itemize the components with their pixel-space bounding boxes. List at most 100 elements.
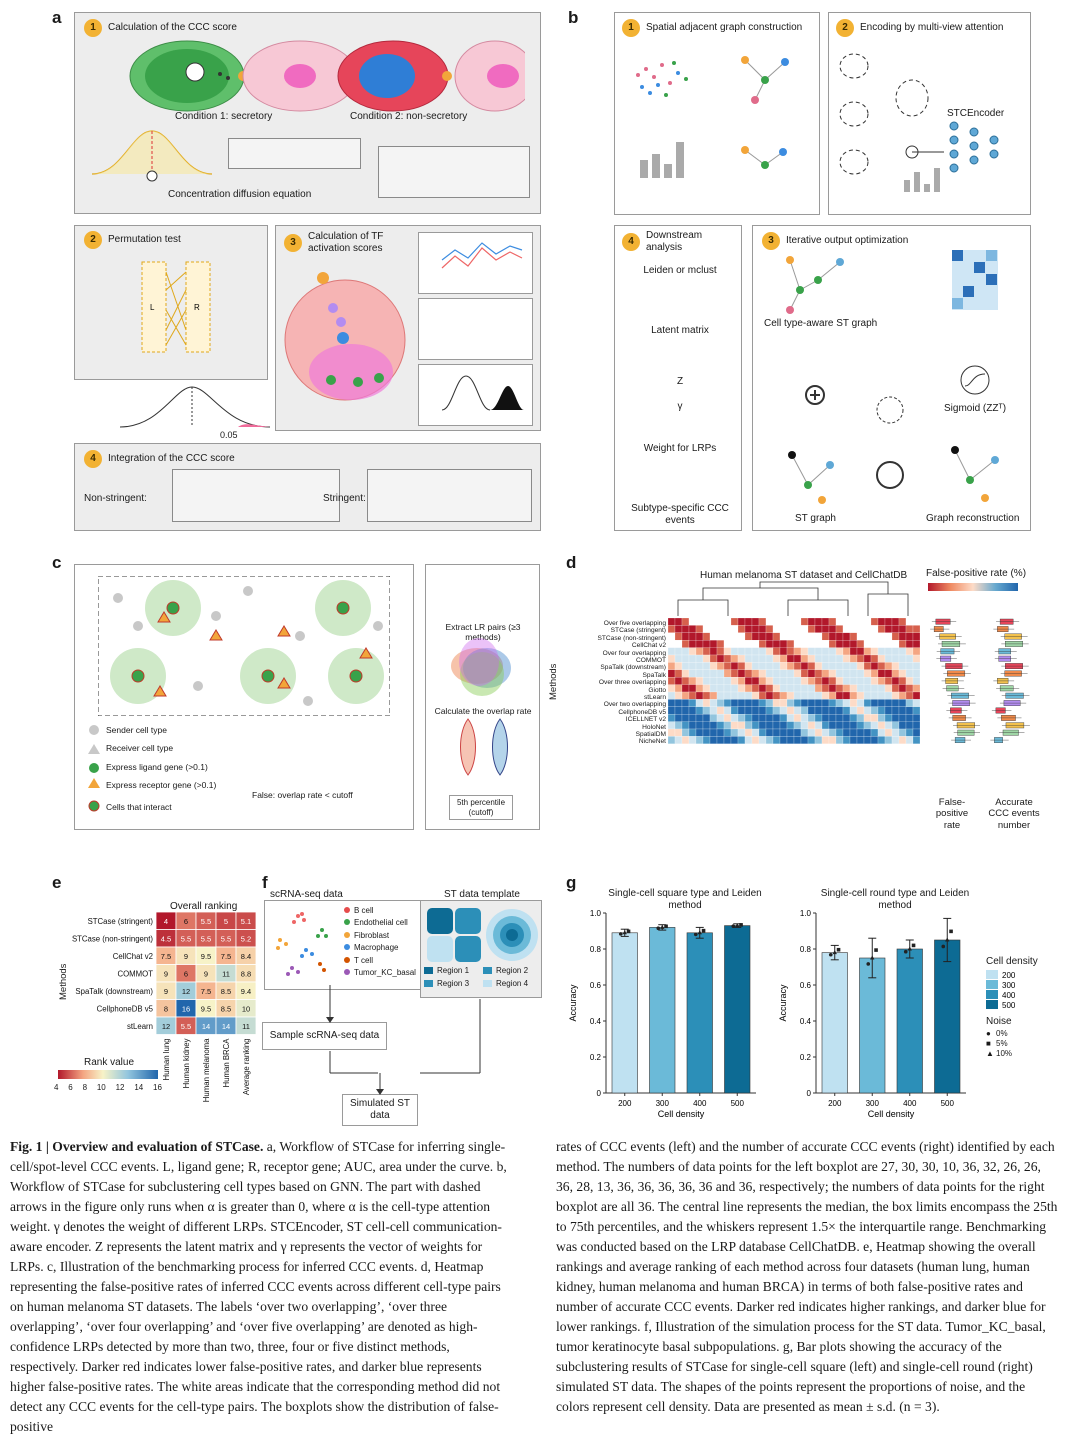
heatmap-cell (863, 684, 872, 693)
heatmap-cell (786, 699, 795, 707)
heatmap-cell (709, 677, 718, 685)
heatmap-cell (668, 691, 676, 700)
heatmap-cell (730, 728, 739, 737)
cell-type-aware-graph-label: Cell type-aware ST graph (764, 318, 878, 329)
heatmap-cell (702, 736, 711, 744)
ranking-value: 5.5 (181, 1022, 191, 1031)
heatmap-cell (737, 654, 746, 663)
flow-cutoff-box (449, 795, 513, 820)
heatmap-cell (751, 721, 760, 730)
heatmap-cell (898, 669, 907, 678)
heatmap-cell (884, 714, 893, 722)
heatmap-cell (772, 677, 781, 685)
heatmap-cell (849, 714, 858, 722)
noise-point-5 (701, 928, 706, 933)
heatmap-cell (772, 640, 781, 648)
heatmap-cell (772, 684, 781, 693)
heatmap-cell (668, 728, 676, 737)
cell-type-label: B cell (354, 906, 374, 915)
heatmap-cell (723, 677, 732, 685)
heatmap-cell (856, 706, 865, 715)
heatmap-cell (877, 640, 886, 648)
g-legend-noise-title: Noise (986, 1016, 1012, 1027)
cell-type-entry: Tumor_KC_basal (344, 967, 416, 979)
heatmap-cell (709, 640, 718, 648)
heatmap-cell (849, 647, 858, 656)
heatmap-cell (821, 625, 830, 633)
heatmap-cell (716, 625, 725, 633)
ranking-value: 5.5 (201, 934, 211, 943)
heatmap-cell (835, 714, 844, 722)
heatmap-cell (821, 721, 830, 730)
heatmap-cell (786, 669, 795, 678)
heatmap-cell (737, 691, 746, 700)
heatmap-cell (688, 662, 697, 670)
bar (649, 927, 676, 1094)
region-swatch (424, 980, 433, 988)
panel-b-step1: 1 Spatial adjacent graph construction (622, 19, 802, 37)
heatmap-cell (744, 691, 753, 700)
ranking-value: 8.5 (221, 987, 231, 996)
ranking-value: 9.5 (201, 952, 211, 961)
method-label: CellphoneDB v5 (618, 708, 666, 716)
heatmap-cell (702, 618, 711, 626)
row-label: STCase (stringent) (88, 917, 154, 926)
heatmap-cell (730, 669, 739, 678)
heatmap-cell (835, 677, 844, 685)
heatmap-cell (856, 714, 865, 722)
heatmap-cell (891, 691, 900, 700)
colorbar-tick: 6 (68, 1083, 73, 1092)
heatmap-cell (835, 640, 844, 648)
flow-overlap-rate: Calculate the overlap rate (434, 706, 532, 716)
region-swatch (424, 967, 433, 975)
heatmap-cell (912, 640, 920, 648)
heatmap-cell (842, 618, 851, 626)
heatmap-cell (779, 662, 788, 670)
venn-diagram (451, 638, 511, 696)
panel-b-step4-box (614, 225, 742, 531)
heatmap-cell (912, 684, 920, 693)
heatmap-cell (884, 684, 893, 693)
panel-e-colorbar (58, 1070, 158, 1079)
heatmap-cell (723, 618, 732, 626)
heatmap-cell (723, 640, 732, 648)
heatmap-cell (723, 736, 732, 744)
heatmap-cell (772, 669, 781, 678)
heatmap-cell (842, 721, 851, 730)
heatmap-cell (751, 662, 760, 670)
heatmap-cell (814, 625, 823, 633)
heatmap-cell (688, 625, 697, 633)
step-number-4b: 4 (622, 232, 640, 251)
heatmap-cell (821, 677, 830, 685)
heatmap-cell (884, 662, 893, 670)
heatmap-cell (716, 684, 725, 693)
heatmap-cell (744, 699, 753, 707)
heatmap-cell (681, 721, 690, 730)
heatmap-cell (668, 677, 676, 685)
heatmap-cell (751, 677, 760, 685)
heatmap-cell (786, 736, 795, 744)
method-label: Over two overlapping (603, 701, 666, 709)
panel-a-step1: 1 Calculation of the CCC score (84, 19, 237, 37)
heatmap-cell (744, 669, 753, 678)
heatmap-cell (779, 721, 788, 730)
panel-e-title: Overall ranking (170, 901, 238, 912)
row-label: SpaTalk (downstream) (75, 987, 153, 996)
heatmap-cell (681, 647, 690, 656)
heatmap-cell (793, 736, 802, 744)
method-label: Over five overlapping (603, 620, 666, 627)
heatmap-cell (716, 691, 725, 700)
heatmap-cell (737, 662, 746, 670)
row-label: stLearn (127, 1022, 153, 1031)
panel-a-exp-formula (228, 138, 361, 169)
ranking-value: 14 (202, 1022, 210, 1031)
y-tick-label: 0 (807, 1089, 812, 1098)
heatmap-cell (730, 721, 739, 730)
svg-text:L: L (150, 303, 155, 312)
ranking-value: 8.4 (241, 952, 251, 961)
heatmap-cell (737, 677, 746, 685)
method-label: SpaTalk (642, 671, 666, 679)
